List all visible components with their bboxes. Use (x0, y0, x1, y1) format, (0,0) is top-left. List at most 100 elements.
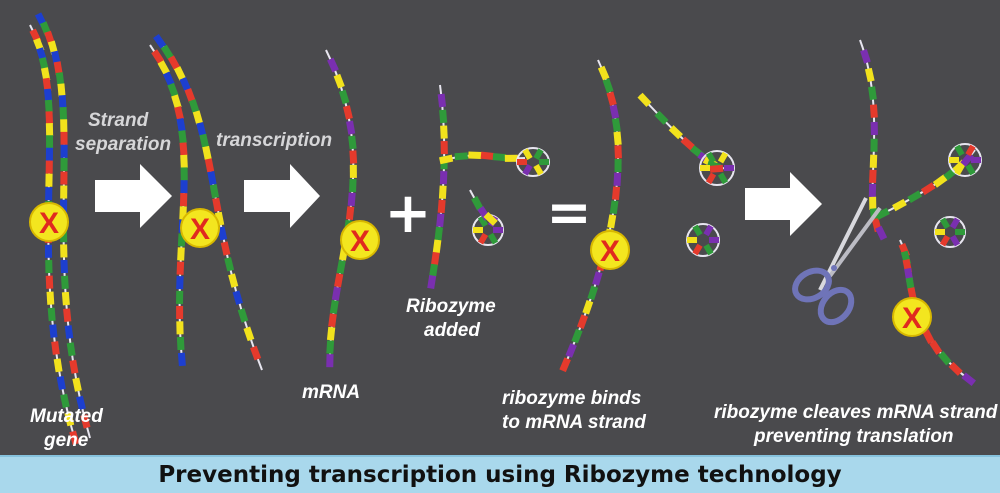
bound-top-base (705, 151, 717, 164)
ribo-bottom-base (477, 232, 489, 245)
gene-right-base (63, 308, 72, 322)
mrna-base (336, 259, 346, 275)
sep-left-base (151, 49, 165, 64)
bound-top-base (705, 172, 717, 185)
ribo-stem-base (438, 185, 447, 199)
gene-right-base (60, 275, 69, 290)
svg-text:X: X (190, 213, 210, 246)
gene-right-base (60, 185, 68, 199)
cleaved-bottom-loop-base (949, 234, 961, 247)
bound-top-base (717, 172, 729, 185)
sep-right-base (217, 226, 228, 241)
cleaved-bottom-base (948, 361, 963, 376)
ribo-top-base (522, 163, 533, 176)
bound-mrna-base (611, 117, 621, 132)
cleaved-bottom-base (922, 329, 935, 345)
process-arrow-icon (244, 164, 320, 228)
gene-right-base (69, 359, 79, 374)
label-ribozyme-added-1: Ribozyme (406, 296, 496, 317)
mrna-base (333, 73, 345, 89)
sep-left-base (180, 154, 188, 169)
ribo-bottom-base (493, 227, 503, 233)
gene-left-base (51, 341, 60, 355)
bound-arm-base (654, 110, 669, 125)
ribo-arm-base (468, 151, 482, 160)
sep-left-base (179, 142, 188, 156)
sep-right-base (250, 345, 262, 361)
cleaved-arm-base (932, 174, 948, 188)
bound-bottom-base (703, 224, 714, 237)
sep-right-base (184, 87, 196, 103)
cleaved-top-loop-base (965, 144, 976, 157)
bound-mrna-base (606, 91, 617, 106)
bound-mrna-base (602, 78, 614, 94)
ribo-stem-base (430, 251, 440, 266)
bound-top-base (717, 151, 729, 164)
ribo-stem-base (440, 125, 448, 139)
title-banner: Preventing transcription using Ribozyme … (0, 455, 1000, 493)
sep-left-base (174, 106, 184, 121)
cleaved-top-base (869, 104, 878, 118)
bound-bottom-base (692, 243, 703, 256)
svg-text:X: X (600, 235, 620, 268)
gene-right-base (57, 83, 66, 98)
gene-left-base (69, 430, 80, 445)
mrna-base (334, 273, 344, 288)
label-ribozyme-binds-1: ribozyme binds (502, 388, 641, 409)
label-ribozyme-cleaves-1: ribozyme cleaves mRNA strand (714, 402, 998, 423)
cleaved-arm-base (892, 198, 907, 212)
sep-left-base (177, 352, 186, 367)
bound-mrna-base (559, 357, 571, 373)
mrna-base (345, 206, 355, 220)
sep-right-base (192, 110, 204, 125)
cleaved-top-base (870, 138, 878, 152)
sep-left-base (157, 60, 170, 76)
gene-left-base (46, 291, 55, 305)
mrna-base (327, 57, 339, 73)
cleaved-top-loop-base (965, 163, 976, 176)
ribo-stem-base (439, 109, 448, 124)
bound-mrna-base (613, 131, 622, 146)
gene-left-base (45, 147, 53, 161)
gene-left-base (45, 111, 54, 125)
sep-right-base (199, 133, 210, 148)
ribo-link-base (483, 211, 498, 226)
cleaved-top-base (868, 183, 877, 198)
gene-left-base (53, 358, 63, 373)
bound-bottom-base (692, 224, 703, 237)
mrna-base (349, 164, 357, 178)
gene-left-base (40, 67, 51, 82)
ribo-top-base (533, 163, 544, 176)
mrna-base (343, 105, 353, 120)
sep-right-base (153, 34, 167, 49)
ribo-arm-base (480, 151, 495, 160)
cleaved-bottom-base (937, 351, 952, 366)
cleaved-bottom-loop-base (955, 229, 965, 235)
gene-left-base (42, 77, 52, 92)
ribo-bottom-base (477, 215, 489, 228)
cleaved-top-base (860, 49, 871, 64)
cleaved-arm-base (875, 207, 890, 220)
sep-right-base (204, 158, 215, 173)
cleaved-bottom-loop-base (949, 217, 961, 230)
mrna-base (349, 150, 358, 164)
svg-text:X: X (39, 207, 59, 240)
gene-left-base (45, 123, 54, 137)
gene-left-base (49, 324, 58, 338)
bound-mrna-base (587, 285, 599, 301)
ribo-arm-base (492, 153, 507, 162)
cleaved-bottom-loop-base (935, 229, 945, 235)
sep-left-base (180, 167, 188, 181)
sep-right-base (202, 145, 212, 161)
sep-right-base (179, 76, 192, 92)
sep-right-base (196, 121, 207, 137)
gene-left-base (46, 135, 54, 149)
sep-left-base (162, 71, 175, 87)
sep-right-base (224, 257, 235, 272)
sep-right-base (232, 290, 243, 305)
sep-right-base (243, 326, 255, 342)
mutation-marker-icon: X (590, 230, 630, 270)
gene-left-base (45, 160, 53, 174)
cleaved-bottom-loop-base (939, 217, 951, 230)
bound-arm-base (680, 136, 695, 151)
